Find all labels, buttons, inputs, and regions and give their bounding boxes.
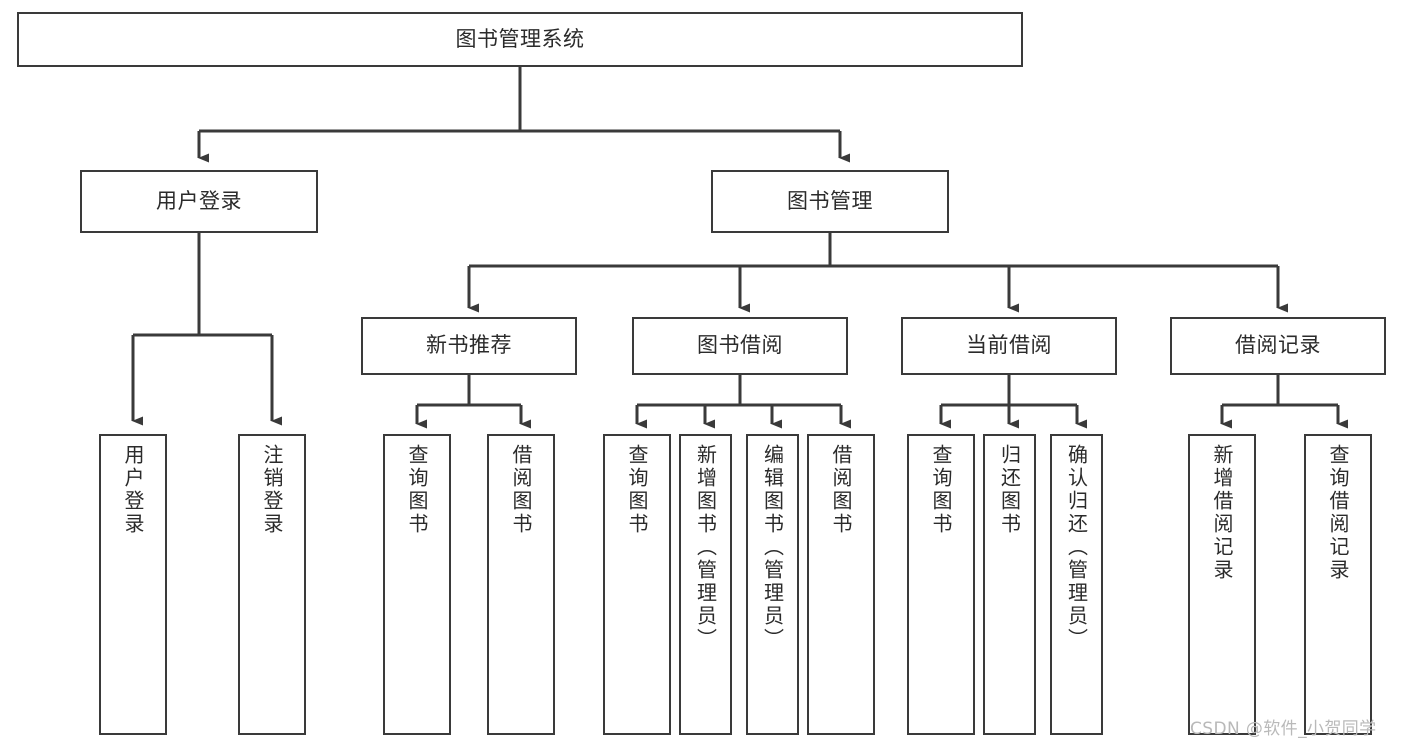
leaf-add-book-admin[interactable]: 新增图书（管理员）	[679, 434, 732, 735]
leaf-confirm-return-admin[interactable]: 确认归还（管理员）	[1050, 434, 1103, 735]
node-label: 图书借阅	[697, 333, 783, 358]
node-book-borrow[interactable]: 图书借阅	[632, 317, 848, 375]
node-label: 借阅图书	[509, 444, 533, 536]
node-label: 确认归还（管理员）	[1064, 444, 1089, 651]
node-label: 借阅图书	[829, 444, 853, 536]
node-label: 编辑图书（管理员）	[760, 444, 785, 651]
leaf-query-borrow-record[interactable]: 查询借阅记录	[1304, 434, 1372, 735]
node-label: 归还图书	[997, 444, 1022, 536]
node-label: 借阅记录	[1235, 333, 1321, 358]
leaf-borrow-book-recommend[interactable]: 借阅图书	[487, 434, 555, 735]
leaf-add-borrow-record[interactable]: 新增借阅记录	[1188, 434, 1256, 735]
node-current-borrow[interactable]: 当前借阅	[901, 317, 1117, 375]
node-book-management[interactable]: 图书管理	[711, 170, 949, 233]
leaf-borrow-book[interactable]: 借阅图书	[807, 434, 875, 735]
leaf-query-book-current[interactable]: 查询图书	[907, 434, 975, 735]
node-label: 新书推荐	[426, 333, 512, 358]
leaf-edit-book-admin[interactable]: 编辑图书（管理员）	[746, 434, 799, 735]
node-label: 查询图书	[625, 444, 649, 536]
watermark-text: CSDN @软件_小贺同学	[1190, 719, 1377, 739]
node-label: 查询图书	[929, 444, 953, 536]
node-user-login[interactable]: 用户登录	[80, 170, 318, 233]
node-root-book-management-system[interactable]: 图书管理系统	[17, 12, 1023, 67]
node-label: 用户登录	[121, 444, 145, 536]
node-label: 当前借阅	[966, 333, 1052, 358]
node-borrow-record[interactable]: 借阅记录	[1170, 317, 1386, 375]
node-new-book-recommend[interactable]: 新书推荐	[361, 317, 577, 375]
node-label: 注销登录	[260, 444, 284, 536]
leaf-user-login[interactable]: 用户登录	[99, 434, 167, 735]
leaf-query-book-recommend[interactable]: 查询图书	[383, 434, 451, 735]
node-label: 查询图书	[405, 444, 429, 536]
node-label: 图书管理	[787, 188, 873, 213]
node-label: 新增图书（管理员）	[693, 444, 718, 651]
leaf-query-book-borrow[interactable]: 查询图书	[603, 434, 671, 735]
node-label: 用户登录	[156, 188, 242, 213]
leaf-logout[interactable]: 注销登录	[238, 434, 306, 735]
leaf-return-book[interactable]: 归还图书	[983, 434, 1036, 735]
node-label: 查询借阅记录	[1326, 444, 1350, 582]
node-label: 图书管理系统	[455, 26, 585, 51]
node-label: 新增借阅记录	[1210, 444, 1234, 582]
